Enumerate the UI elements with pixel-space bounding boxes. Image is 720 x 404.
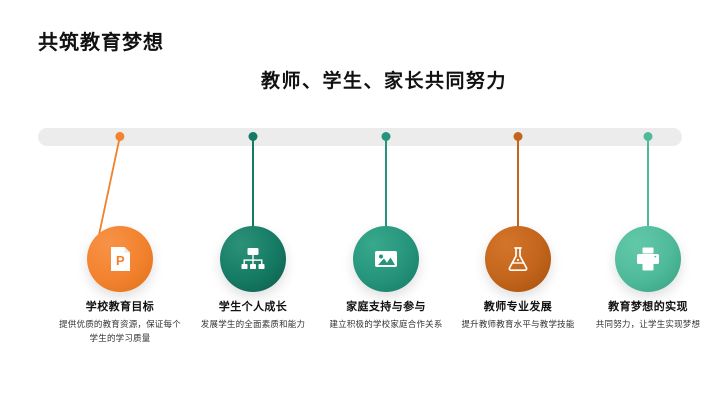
connector-stroke <box>647 136 649 236</box>
node-icon-circle[interactable] <box>353 226 419 292</box>
connector-dot <box>248 132 258 141</box>
node-icon-circle[interactable] <box>220 226 286 292</box>
node-icon-circle[interactable] <box>615 226 681 292</box>
timeline-node[interactable]: 教师专业发展 提升教师教育水平与教学技能 <box>443 0 593 404</box>
node-icon-circle[interactable]: P <box>87 226 153 292</box>
node-label: 教师专业发展 <box>483 301 553 313</box>
node-label: 学校教育目标 <box>85 301 155 313</box>
page-title: 共筑教育梦想 <box>38 32 164 54</box>
node-label: 家庭支持与参与 <box>346 301 426 313</box>
connector-stroke <box>97 135 121 236</box>
connector-dot <box>381 132 391 141</box>
node-label: 教育梦想的实现 <box>608 301 688 313</box>
connector-dot <box>513 132 523 141</box>
timeline-node[interactable]: P 学校教育目标 提供优质的教育资源，保证每个学生的学习质量 <box>45 0 195 404</box>
node-description: 提升教师教育水平与教学技能 <box>461 319 575 329</box>
presentation-document-icon: P <box>105 244 135 274</box>
node-icon-circle[interactable] <box>485 226 551 292</box>
connector-line <box>381 132 391 236</box>
image-photo-icon <box>371 244 401 274</box>
svg-text:P: P <box>116 253 125 268</box>
node-description: 发展学生的全面素质和能力 <box>200 319 306 329</box>
connector-dot <box>643 132 653 141</box>
node-description: 建立积极的学校家庭合作关系 <box>329 319 443 329</box>
timeline-node[interactable]: 学生个人成长 发展学生的全面素质和能力 <box>178 0 328 404</box>
connector-line <box>248 132 258 236</box>
connector-dot <box>114 131 126 142</box>
timeline-node[interactable]: 家庭支持与参与 建立积极的学校家庭合作关系 <box>311 0 461 404</box>
org-chart-icon <box>238 244 268 274</box>
node-description: 共同努力，让学生实现梦想 <box>595 319 701 329</box>
connector-stroke <box>252 136 254 236</box>
connector-stroke <box>385 136 387 236</box>
printer-icon <box>633 244 663 274</box>
page-subtitle: 教师、学生、家长共同努力 <box>260 71 507 92</box>
connector-line <box>643 132 653 236</box>
timeline-node[interactable]: 教育梦想的实现 共同努力，让学生实现梦想 <box>573 0 720 404</box>
node-label: 学生个人成长 <box>218 301 288 313</box>
connector-line <box>513 132 523 236</box>
node-description: 提供优质的教育资源，保证每个学生的学习质量 <box>59 319 181 343</box>
connector-stroke <box>517 136 519 236</box>
flask-icon <box>503 244 533 274</box>
connector-line <box>97 131 126 236</box>
